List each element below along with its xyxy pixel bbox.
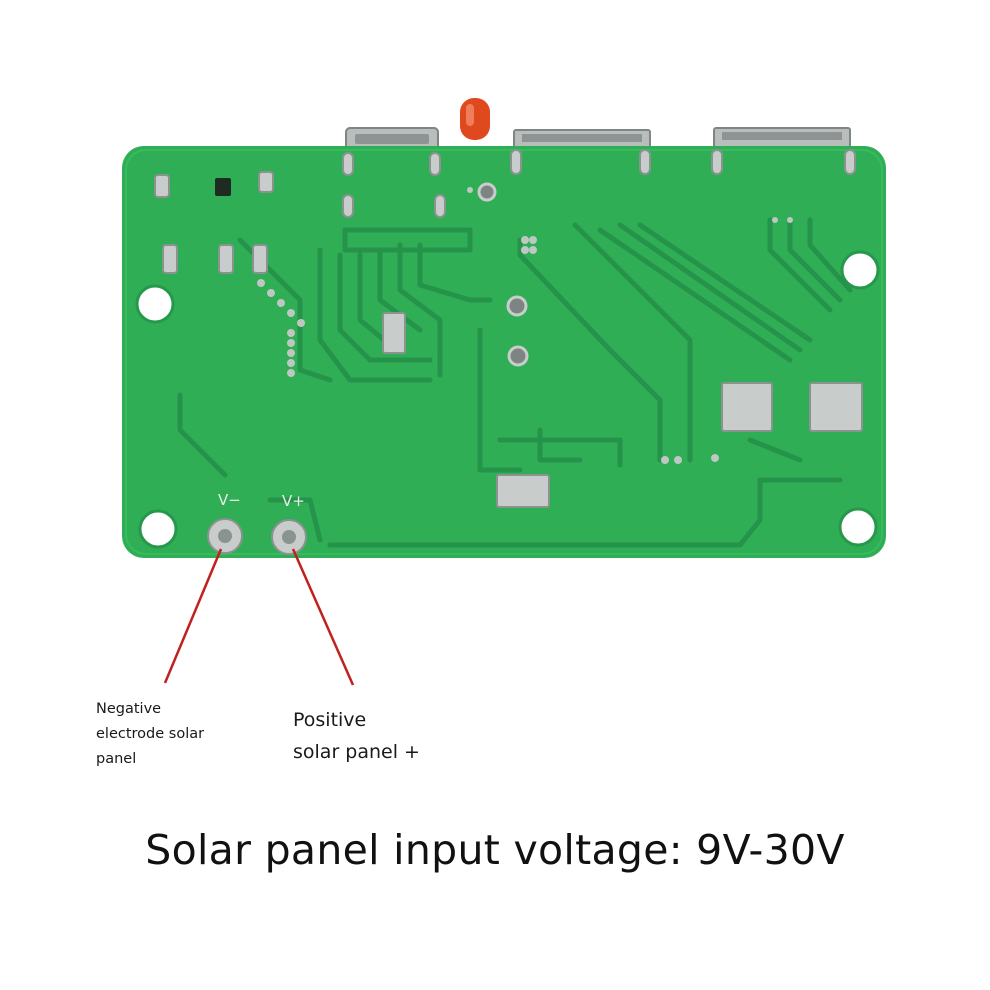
vias: [257, 187, 793, 464]
chip: [215, 178, 231, 196]
negative-terminal-pad: [207, 518, 243, 554]
top-connectors: [345, 127, 851, 151]
positive-terminal-pad: [271, 519, 307, 555]
positive-lead-line: [291, 548, 355, 686]
negative-electrode-label: Negative electrode solar panel: [96, 701, 205, 767]
input-voltage-caption: Solar panel input voltage: 9V-30V: [145, 826, 845, 874]
silkscreen-v-plus: V+: [282, 492, 305, 510]
solder-pads: [154, 149, 863, 508]
positive-electrode-label: Positive solar panel +: [293, 709, 420, 763]
through-holes: [477, 182, 529, 367]
pcb-board: [122, 146, 886, 558]
red-led: [460, 98, 490, 140]
led-body: [460, 98, 490, 140]
silkscreen-v-minus: V−: [218, 491, 241, 509]
mounting-holes: [135, 250, 880, 549]
pcb-traces: [177, 217, 853, 548]
negative-lead-line: [163, 548, 223, 684]
